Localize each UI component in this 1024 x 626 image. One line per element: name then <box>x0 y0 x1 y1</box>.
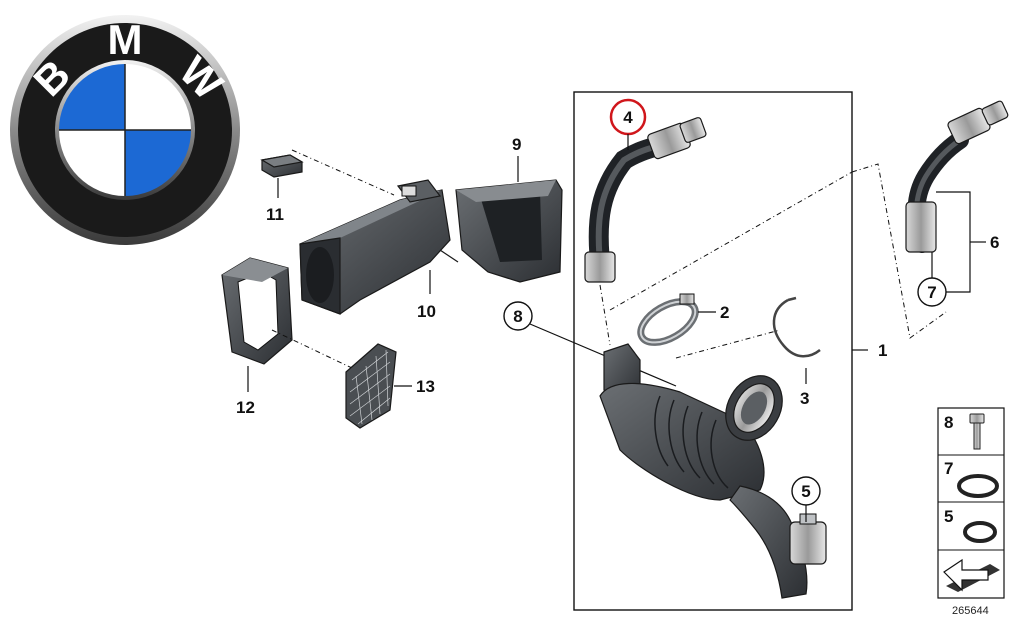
callout-2[interactable]: 2 <box>720 303 729 322</box>
callout-8[interactable]: 8 <box>513 307 522 326</box>
bolt-icon <box>969 413 985 450</box>
callout-8-ring <box>503 301 533 331</box>
part-10-air-duct <box>299 179 459 315</box>
callout-6[interactable]: 6 <box>990 233 999 252</box>
callout-7[interactable]: 7 <box>927 283 936 302</box>
o-ring-icon <box>963 521 997 543</box>
legend-label-5: 5 <box>944 507 953 526</box>
part-1-intake-hose <box>599 343 827 599</box>
callout-12[interactable]: 12 <box>236 398 255 417</box>
legend-label-7: 7 <box>944 459 953 478</box>
fastener-legend: 8 7 5 <box>937 407 1005 599</box>
legend-label-8: 8 <box>944 413 953 432</box>
part-3-spring-clip <box>772 296 821 358</box>
logo-quadrant-blue-top-left <box>59 64 125 130</box>
part-2-hose-clamp <box>637 293 699 346</box>
logo-quadrant-white-top-right <box>125 64 191 130</box>
callout-11[interactable]: 11 <box>266 205 284 224</box>
logo-quadrant-white-bottom-left <box>59 130 125 196</box>
logo-letter-m: M <box>108 16 143 63</box>
callout-10[interactable]: 10 <box>417 302 436 321</box>
callout-9[interactable]: 9 <box>512 135 521 154</box>
bmw-logo: B M W <box>10 15 240 245</box>
diagram-number: 265644 <box>952 605 989 617</box>
callout-5[interactable]: 5 <box>801 482 810 501</box>
part-9-air-scoop <box>455 179 563 283</box>
part-13-mesh-grille <box>345 343 397 429</box>
part-12-seal-frame <box>221 257 293 365</box>
assembly-frame <box>573 91 853 611</box>
logo-quadrant-blue-bottom-right <box>125 130 191 196</box>
arrow-sheet-icon <box>943 558 1000 592</box>
logo-quadrants <box>59 64 191 196</box>
callout-4[interactable]: 4 <box>623 108 633 127</box>
callout-3[interactable]: 3 <box>800 389 809 408</box>
part-4-vent-hose <box>584 117 707 283</box>
part-11-clip <box>260 154 304 178</box>
o-ring-icon <box>957 474 999 498</box>
callout-1[interactable]: 1 <box>878 341 887 360</box>
part-6-breather-hose <box>905 100 1009 253</box>
callout-13[interactable]: 13 <box>416 377 435 396</box>
